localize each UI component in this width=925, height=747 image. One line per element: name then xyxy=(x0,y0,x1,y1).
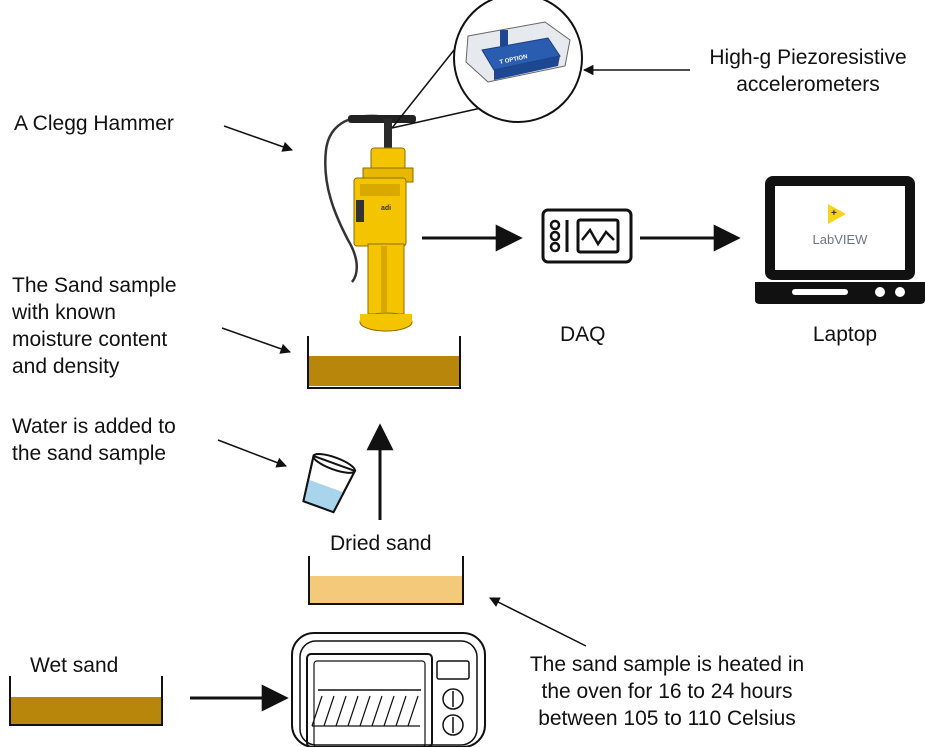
laptop-icon: + xyxy=(755,176,925,304)
wet-sand-label: Wet sand xyxy=(30,654,119,677)
daq-icon xyxy=(541,208,633,264)
arrows xyxy=(190,64,741,712)
arrow-to-water-cup xyxy=(217,439,287,468)
clegg-hammer-label: A Clegg Hammer xyxy=(14,112,174,135)
sand-sample-container xyxy=(307,336,461,389)
svg-text:+: + xyxy=(831,208,837,219)
arrow-to-sand-sample xyxy=(221,327,291,354)
arrow-to-clegg-hammer xyxy=(223,125,293,152)
wet-sand-container xyxy=(9,676,163,726)
dried-sand-container xyxy=(308,556,464,605)
oven-process-label: The sand sample is heated in the oven fo… xyxy=(529,653,805,730)
oven-icon xyxy=(291,632,486,747)
water-added-label: Water is added to the sand sample xyxy=(12,415,176,465)
accelerometer-label: High-g Piezoresistive accelerometers xyxy=(709,46,907,96)
sensor-option-text: T OPTION xyxy=(499,54,528,66)
daq-label: DAQ xyxy=(560,323,606,346)
clegg-hammer-photo xyxy=(324,114,416,332)
arrow-oven-to-dried xyxy=(489,597,587,647)
labview-text: LabVIEW xyxy=(813,232,869,247)
accelerometer-photo xyxy=(391,0,583,129)
hammer-brand: adi xyxy=(381,205,391,212)
water-cup-icon xyxy=(302,453,357,514)
laptop-label: Laptop xyxy=(812,323,878,346)
dried-sand-label: Dried sand xyxy=(330,532,432,555)
sand-sample-label: The Sand sample with known moisture cont… xyxy=(12,274,177,378)
